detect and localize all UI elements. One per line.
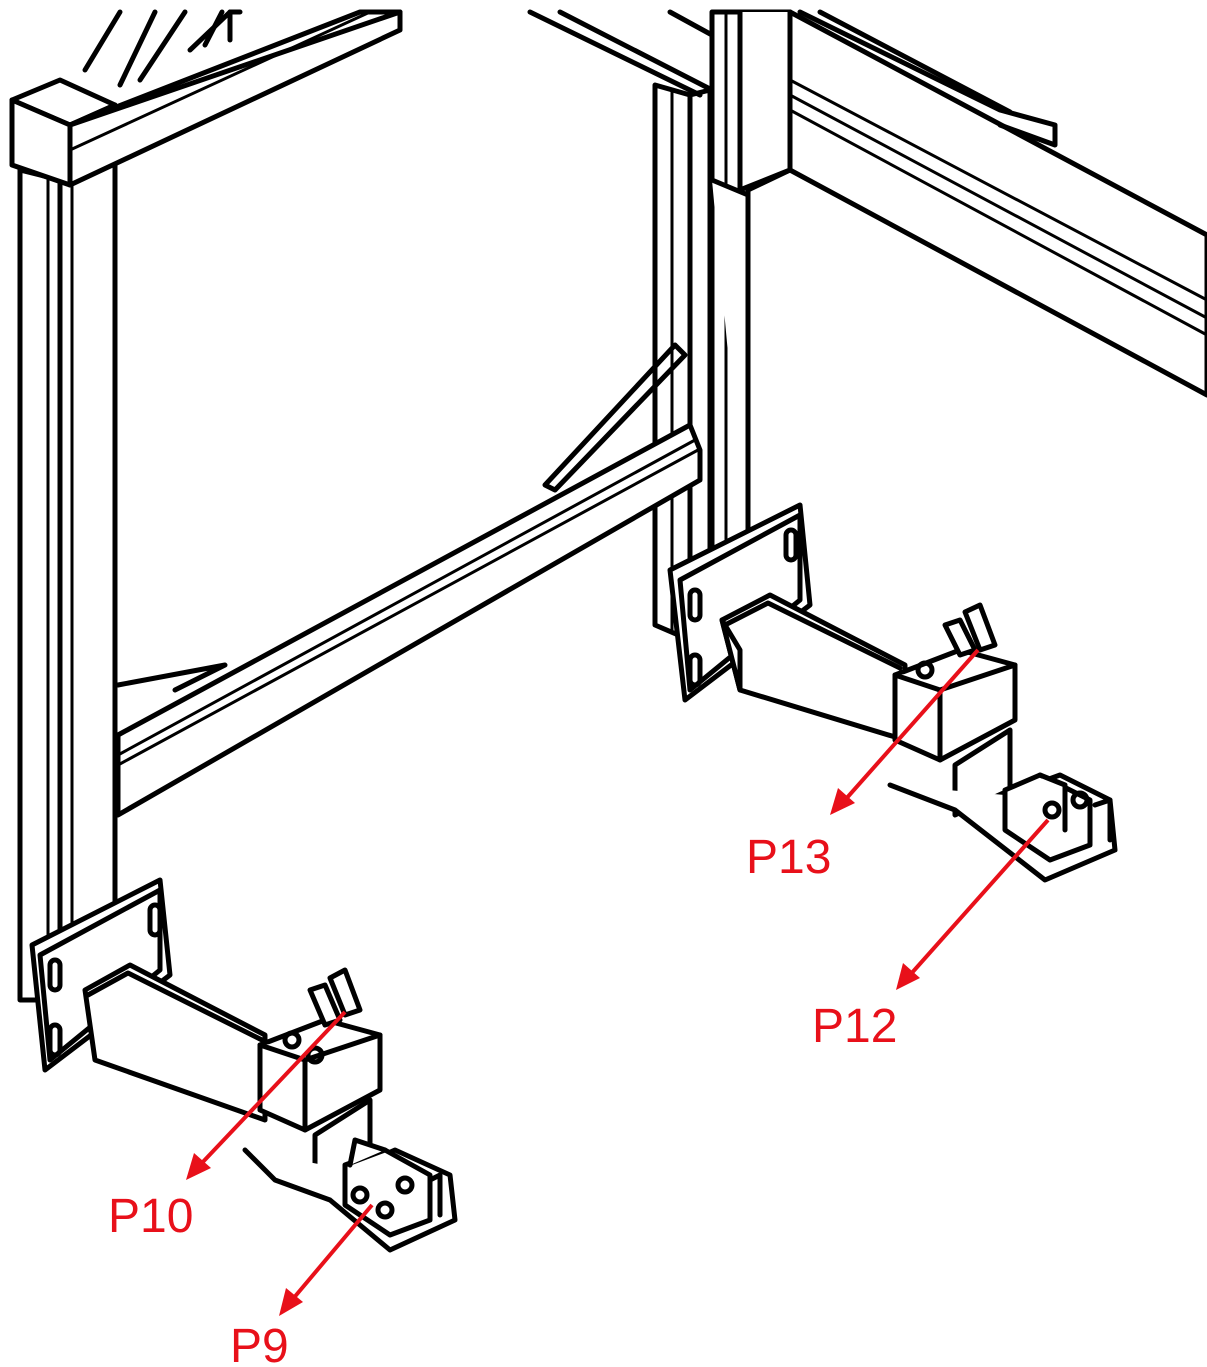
callout-p9: P9 xyxy=(230,1203,374,1367)
callout-p12: P12 xyxy=(812,818,1050,1053)
left-front-post xyxy=(17,157,118,1003)
callout-label-p12: P12 xyxy=(812,1000,897,1053)
right-foot-assembly xyxy=(667,502,1118,883)
left-foot-assembly xyxy=(29,877,458,1253)
top-back-beam xyxy=(527,9,715,98)
callout-label-p9: P9 xyxy=(230,1320,289,1367)
cross-beam xyxy=(115,342,703,818)
right-post xyxy=(709,9,793,578)
callout-p13: P13 xyxy=(746,648,980,884)
top-left-beam xyxy=(67,9,403,188)
callout-label-p13: P13 xyxy=(746,831,831,884)
upper-brace xyxy=(82,9,243,88)
arrow-head xyxy=(186,1153,211,1180)
arrow-head xyxy=(896,963,920,990)
top-right-beam xyxy=(787,9,1207,398)
callout-p10: P10 xyxy=(108,1010,347,1243)
callout-label-p10: P10 xyxy=(108,1190,193,1243)
arrow-head xyxy=(830,788,855,815)
arrow-head xyxy=(279,1288,303,1316)
